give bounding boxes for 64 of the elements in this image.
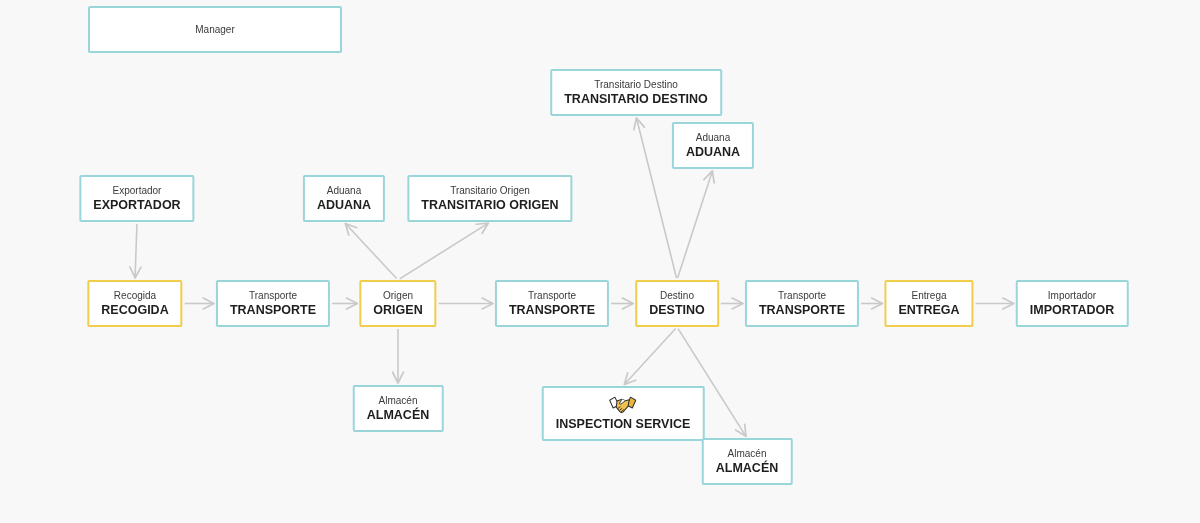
node-title: ORIGEN xyxy=(373,302,423,318)
arrow xyxy=(398,222,490,280)
node-subtitle: Aduana xyxy=(695,131,731,144)
node-title: IMPORTADOR xyxy=(1029,302,1115,318)
node-title: TRANSPORTE xyxy=(758,302,846,318)
node-title: ADUANA xyxy=(316,197,372,213)
process-box xyxy=(550,69,722,116)
node-title: ENTREGA xyxy=(898,302,960,318)
node-subtitle: Almacén xyxy=(378,394,418,407)
node-subtitle: Aduana xyxy=(326,184,362,197)
arrow xyxy=(129,223,142,279)
node-title: DESTINO xyxy=(649,302,705,318)
node-subtitle: Origen xyxy=(383,289,413,302)
node-subtitle: Recogida xyxy=(113,289,157,302)
node-subtitle: Transporte xyxy=(528,289,576,302)
node-title: RECOGIDA xyxy=(101,302,169,318)
process-box xyxy=(884,280,974,327)
process-box xyxy=(671,122,755,169)
process-box xyxy=(352,385,444,432)
process-box xyxy=(701,438,793,485)
node-title: INSPECTION SERVICE xyxy=(555,416,691,432)
node-subtitle: Entrega xyxy=(911,289,947,302)
process-box xyxy=(87,280,183,327)
process-box xyxy=(541,386,705,441)
process-box xyxy=(215,280,331,327)
arrow xyxy=(676,170,716,279)
process-box xyxy=(79,175,195,222)
node-title: ALMACÉN xyxy=(366,407,430,423)
node-title: TRANSITARIO ORIGEN xyxy=(421,197,559,213)
node-title: TRANSITARIO DESTINO xyxy=(564,91,708,107)
arrow xyxy=(331,297,359,310)
arrow xyxy=(610,297,635,310)
process-box xyxy=(494,280,610,327)
node-subtitle: Transporte xyxy=(249,289,297,302)
node-subtitle: Transitario Origen xyxy=(450,184,530,197)
node-subtitle: Transitario Destino xyxy=(594,78,678,91)
node-subtitle: Transporte xyxy=(778,289,826,302)
process-box xyxy=(744,280,860,327)
node-title: EXPORTADOR xyxy=(93,197,181,213)
arrow xyxy=(344,222,398,280)
process-box xyxy=(1015,280,1129,327)
node-title: ADUANA xyxy=(685,144,741,160)
node-title: TRANSPORTE xyxy=(229,302,317,318)
process-box xyxy=(635,280,719,327)
node-subtitle: Destino xyxy=(660,289,694,302)
node-subtitle: Exportador xyxy=(112,184,162,197)
process-box xyxy=(302,175,386,222)
node-subtitle: Almacén xyxy=(727,447,767,460)
arrow xyxy=(974,297,1015,310)
arrow xyxy=(720,297,744,310)
arrow xyxy=(391,328,405,384)
arrow xyxy=(623,327,677,386)
node-title: ALMACÉN xyxy=(715,460,779,476)
process-box xyxy=(407,175,573,222)
process-box xyxy=(359,280,437,327)
arrow xyxy=(437,297,494,310)
arrow xyxy=(183,297,215,310)
node-subtitle: Importador xyxy=(1047,289,1097,302)
arrow xyxy=(633,117,678,279)
process-box xyxy=(88,6,342,53)
arrow xyxy=(677,327,747,438)
node-title: TRANSPORTE xyxy=(508,302,596,318)
arrow xyxy=(860,297,884,310)
node-subtitle: Manager xyxy=(195,23,235,36)
